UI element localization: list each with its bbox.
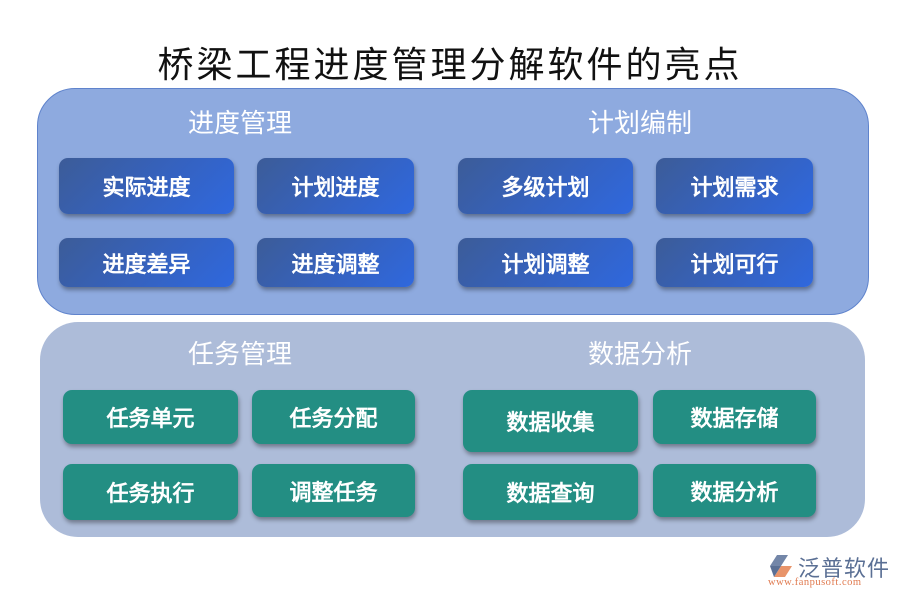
feature-task-adjustment[interactable]: 调整任务: [252, 464, 415, 517]
section-title-data-analysis: 数据分析: [587, 340, 692, 370]
brand-name: 泛普软件: [798, 557, 891, 582]
feature-plan-feasibility[interactable]: 计划可行: [656, 238, 813, 287]
feature-data-analysis[interactable]: 数据分析: [653, 464, 816, 517]
feature-task-assignment[interactable]: 任务分配: [252, 390, 415, 444]
feature-actual-progress[interactable]: 实际进度: [59, 158, 234, 214]
section-title-plan-compilation: 计划编制: [587, 109, 692, 139]
brand-logo: 泛普软件 www.fanpusoft.com: [760, 550, 895, 595]
feature-plan-adjustment[interactable]: 计划调整: [458, 238, 633, 287]
feature-task-execution[interactable]: 任务执行: [63, 464, 238, 520]
page-title: 桥梁工程进度管理分解软件的亮点: [157, 45, 743, 86]
feature-data-query[interactable]: 数据查询: [463, 464, 638, 520]
feature-plan-requirements[interactable]: 计划需求: [656, 158, 813, 214]
section-title-task-management: 任务管理: [187, 340, 292, 370]
brand-mark-icon: [770, 555, 792, 577]
feature-multilevel-plan[interactable]: 多级计划: [458, 158, 633, 214]
brand-url: www.fanpusoft.com: [768, 577, 862, 588]
feature-data-collection[interactable]: 数据收集: [463, 390, 638, 452]
feature-data-storage[interactable]: 数据存储: [653, 390, 816, 444]
feature-progress-variance[interactable]: 进度差异: [59, 238, 234, 287]
feature-task-unit[interactable]: 任务单元: [63, 390, 238, 444]
section-title-progress-management: 进度管理: [187, 109, 292, 139]
feature-planned-progress[interactable]: 计划进度: [257, 158, 414, 214]
feature-progress-adjustment[interactable]: 进度调整: [257, 238, 414, 287]
